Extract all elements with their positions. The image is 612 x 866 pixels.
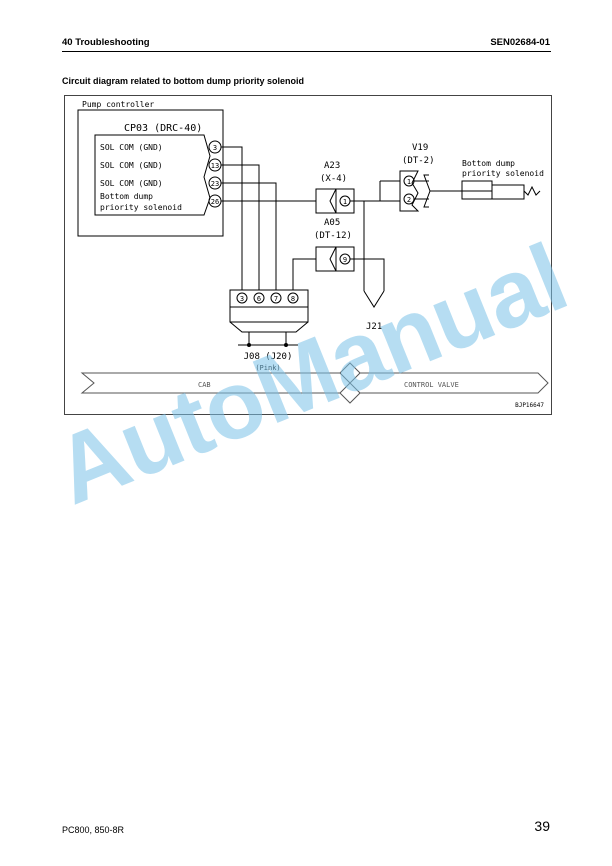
header-doc-code: SEN02684-01 xyxy=(490,37,550,48)
j08-pin7: 7 xyxy=(274,295,278,303)
j08-pin8: 8 xyxy=(291,295,295,303)
pin26-label2: priority solenoid xyxy=(100,203,182,212)
a23-pin: 1 xyxy=(343,198,347,206)
pin26-num: 26 xyxy=(211,198,219,206)
wire-pin3 xyxy=(221,146,243,290)
figure-code: BJP16647 xyxy=(515,402,544,409)
j08-pin3: 3 xyxy=(240,295,244,303)
v19-type: (DT-2) xyxy=(402,156,435,166)
a23-name: A23 xyxy=(324,161,340,171)
cab-label: CAB xyxy=(198,381,211,389)
solenoid-coil xyxy=(523,185,541,196)
page-number: 39 xyxy=(534,818,550,834)
footer-model: PC800, 850-8R xyxy=(62,825,125,835)
solenoid-label-1: Bottom dump xyxy=(462,159,515,168)
solenoid-plug xyxy=(461,180,493,200)
pin3-num: 3 xyxy=(213,144,217,152)
wire-a05 xyxy=(292,258,316,290)
diagram-frame xyxy=(64,95,552,415)
pump-controller-box xyxy=(77,109,224,237)
j08-connector xyxy=(229,289,309,323)
j08-name: J08 (J20) xyxy=(244,352,293,362)
section-title: Circuit diagram related to bottom dump p… xyxy=(62,76,305,86)
pin23-label: SOL COM (GND) xyxy=(100,179,163,188)
a05-connector xyxy=(315,246,337,272)
a23-type: (X-4) xyxy=(320,174,347,184)
pin13-num: 13 xyxy=(211,162,219,170)
cab-valve-arrow xyxy=(80,362,549,404)
v19-connector xyxy=(399,170,420,212)
cp03-connector-shape xyxy=(94,134,211,216)
header-section: 40 Troubleshooting xyxy=(62,37,150,48)
v19-name: V19 xyxy=(412,143,428,153)
circuit-diagram: Pump controller CP03 (DRC-40) SOL COM (G… xyxy=(64,95,552,415)
pin23-num: 23 xyxy=(211,180,219,188)
j08-color: (Pink) xyxy=(255,364,280,372)
a23-connector xyxy=(315,188,337,214)
wire-pin13 xyxy=(221,164,260,290)
a05-name: A05 xyxy=(324,218,340,228)
control-valve-label: CONTROL VALVE xyxy=(404,381,459,389)
pin26-label: Bottom dump xyxy=(100,192,153,201)
a05-pin: 9 xyxy=(343,256,347,264)
header-rule xyxy=(62,51,551,52)
pin13-label: SOL COM (GND) xyxy=(100,161,163,170)
j21-label: J21 xyxy=(366,322,382,332)
cp03-label: CP03 (DRC-40) xyxy=(124,123,202,134)
v19-pin1: 1 xyxy=(407,178,411,186)
pin3-label: SOL COM (GND) xyxy=(100,143,163,152)
wire-pin23 xyxy=(221,182,277,290)
j08-pin6: 6 xyxy=(257,295,261,303)
j21-junction xyxy=(363,290,385,308)
solenoid-label-2: priority solenoid xyxy=(462,169,544,178)
pump-controller-label: Pump controller xyxy=(82,100,154,109)
a05-type: (DT-12) xyxy=(314,231,352,241)
v19-pin2: 2 xyxy=(407,196,411,204)
